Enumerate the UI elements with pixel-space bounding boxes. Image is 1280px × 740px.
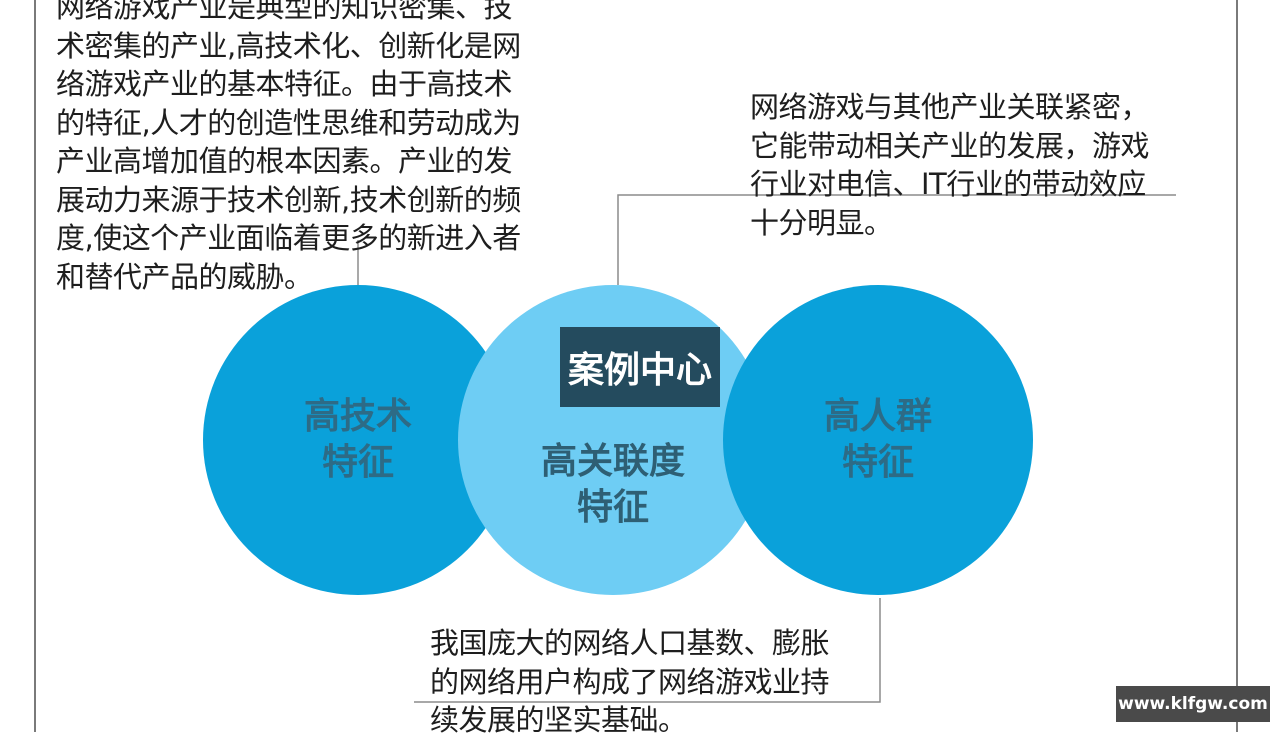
relation-feature-description: 网络游戏与其他产业关联紧密， 它能带动相关产业的发展，游戏 行业对电信、IT行业… <box>750 90 1150 240</box>
people-feature-circle: 高人群 特征 <box>723 285 1033 595</box>
relation-connector-line <box>617 194 1176 285</box>
left-border-line <box>34 0 36 732</box>
case-center-badge[interactable]: 案例中心 <box>560 327 720 407</box>
tech-feature-label: 高技术 特征 <box>303 396 412 483</box>
tech-feature-description: 网络游戏产业是典型的知识密集、技 术密集的产业,高技术化、创新化是网 络游戏产业… <box>56 0 521 294</box>
site-watermark: www.klfgw.com <box>1116 686 1270 722</box>
people-connector-line <box>414 598 881 703</box>
people-feature-label: 高人群 特征 <box>823 396 932 483</box>
right-border-line <box>1236 0 1238 732</box>
people-feature-description: 我国庞大的网络人口基数、膨胀 的网络用户构成了网络游戏业持 续发展的坚实基础。 <box>430 626 830 737</box>
relation-feature-label: 高关联度 特征 <box>540 441 685 528</box>
